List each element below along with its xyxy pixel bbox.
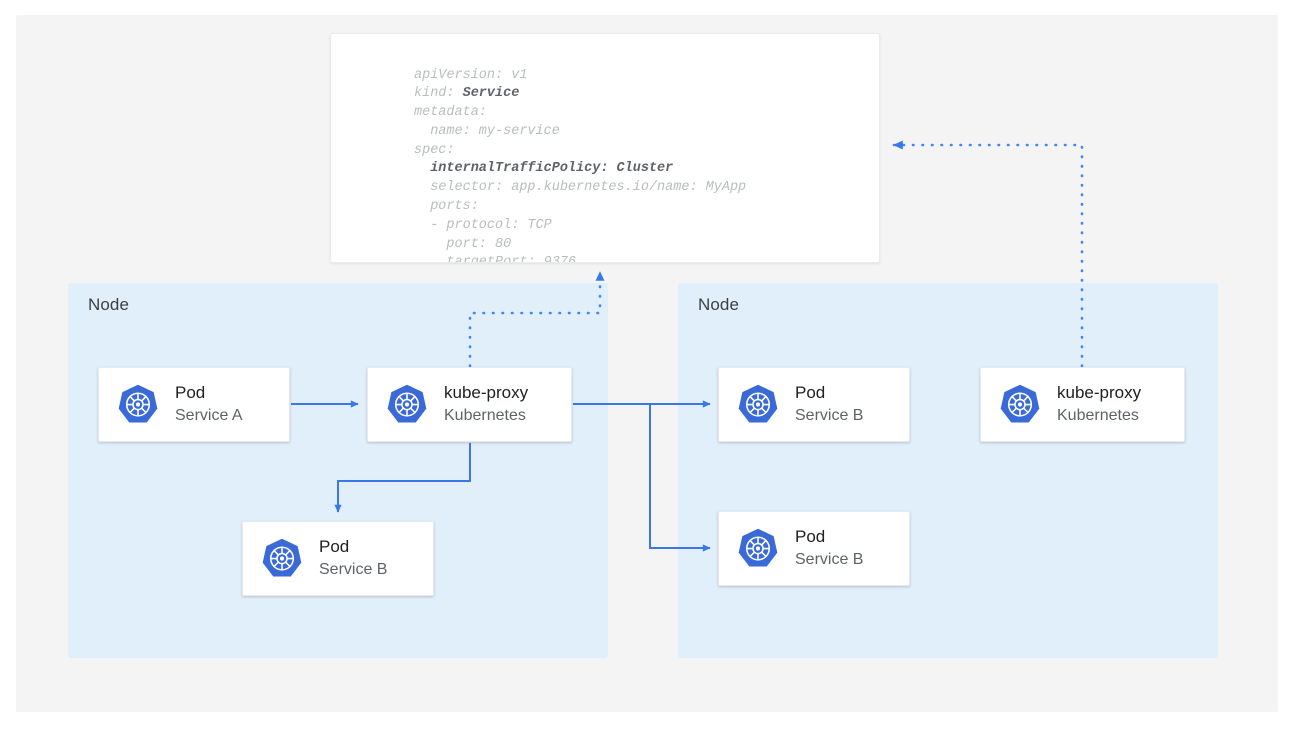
yaml-line-kind: kind: — [414, 86, 463, 102]
node-label-left: Node — [88, 295, 130, 314]
node-label-right: Node — [698, 295, 740, 314]
card-subtitle: Service A — [175, 407, 243, 425]
kubernetes-icon — [387, 384, 427, 422]
yaml-line-protocol: - protocol: TCP — [414, 217, 552, 233]
service-manifest-code: apiVersion: v1 kind: Service metadata: n… — [414, 67, 747, 263]
yaml-line-apiversion: apiVersion: v1 — [414, 67, 528, 83]
card-pod-service-b-right-top[interactable]: Pod Service B — [718, 367, 910, 442]
yaml-line-port: port: 80 — [414, 236, 512, 252]
card-subtitle: Kubernetes — [444, 407, 526, 425]
card-title: kube-proxy — [1057, 383, 1142, 403]
card-text: kube-proxy Kubernetes — [444, 383, 528, 425]
yaml-line-ports: ports: — [414, 199, 479, 215]
card-text: kube-proxy Kubernetes — [1057, 383, 1141, 425]
kubernetes-icon — [1000, 384, 1040, 422]
card-subtitle: Service B — [319, 561, 388, 579]
yaml-line-internal-traffic-policy: internalTrafficPolicy: Cluster — [414, 161, 674, 177]
card-text: Pod Service B — [795, 383, 863, 425]
card-pod-service-a[interactable]: Pod Service A — [98, 367, 290, 442]
card-kube-proxy-left[interactable]: kube-proxy Kubernetes — [367, 367, 572, 442]
card-title: Pod — [795, 383, 826, 403]
yaml-line-spec: spec: — [414, 142, 455, 158]
yaml-line-kind-value: Service — [462, 86, 520, 102]
card-subtitle: Kubernetes — [1057, 407, 1139, 425]
kubernetes-icon — [262, 538, 302, 576]
node-group-right: Node — [678, 283, 1218, 658]
card-title: Pod — [319, 537, 350, 557]
card-title: Pod — [175, 383, 206, 403]
service-manifest-panel: apiVersion: v1 kind: Service metadata: n… — [330, 33, 880, 263]
kubernetes-icon — [738, 384, 778, 422]
card-title: Pod — [795, 527, 826, 547]
yaml-line-targetport: targetPort: 9376 — [414, 255, 577, 263]
yaml-line-metadata: metadata: — [414, 105, 487, 121]
card-title: kube-proxy — [444, 383, 529, 403]
node-group-left: Node — [68, 283, 608, 658]
card-kube-proxy-right[interactable]: kube-proxy Kubernetes — [980, 367, 1185, 442]
yaml-line-name: name: my-service — [414, 123, 560, 139]
card-pod-service-b-left[interactable]: Pod Service B — [242, 521, 434, 596]
card-subtitle: Service B — [795, 551, 864, 569]
card-subtitle: Service B — [795, 407, 864, 425]
card-text: Pod Service B — [319, 537, 387, 579]
card-text: Pod Service B — [795, 527, 863, 569]
kubernetes-icon — [738, 528, 778, 566]
yaml-line-selector: selector: app.kubernetes.io/name: MyApp — [414, 180, 747, 196]
kubernetes-icon — [118, 384, 158, 422]
card-text: Pod Service A — [175, 383, 243, 425]
card-pod-service-b-right-bottom[interactable]: Pod Service B — [718, 511, 910, 586]
